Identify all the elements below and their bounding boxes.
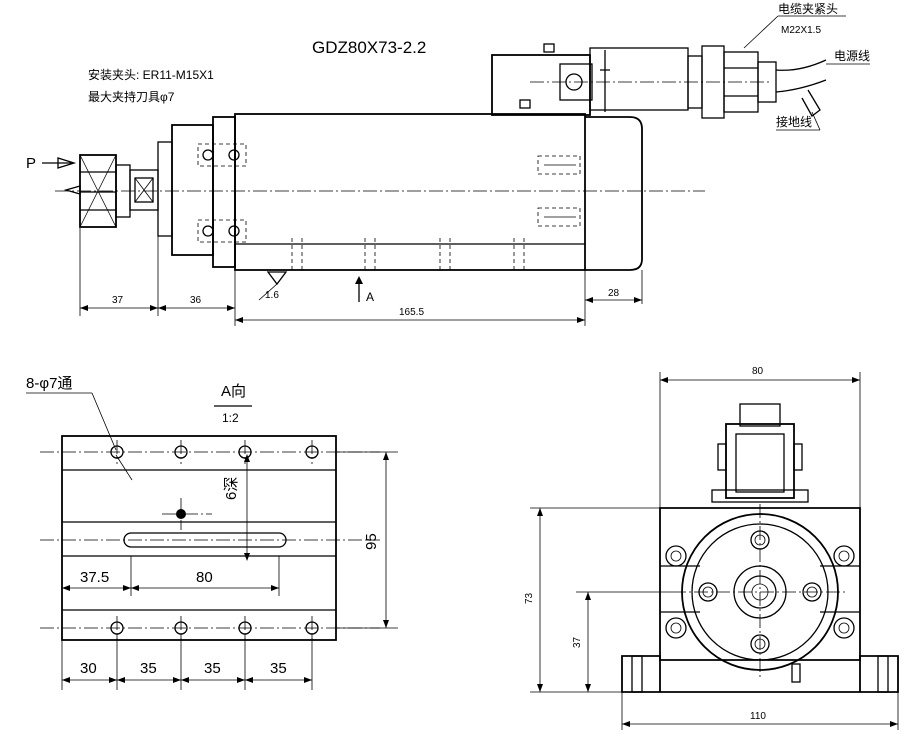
roughness-value: 1.6 bbox=[265, 290, 279, 301]
dim-80-slot: 80 bbox=[196, 569, 213, 586]
front-flange bbox=[212, 116, 236, 268]
model-title: GDZ80X73-2.2 bbox=[312, 38, 426, 57]
depth-label: 6深 bbox=[223, 477, 240, 500]
motor-body bbox=[234, 113, 586, 271]
holes-label: 8-φ7通 bbox=[26, 375, 72, 392]
mount-plate bbox=[61, 435, 337, 641]
cable-clamp-spec: M22X1.5 bbox=[781, 25, 821, 36]
power-cable bbox=[775, 59, 827, 71]
view-a: 8-φ7通 A向 1:2 bbox=[26, 375, 398, 690]
end-view: 80 bbox=[524, 366, 899, 730]
dim-375: 37.5 bbox=[80, 569, 109, 586]
dim-80-end: 80 bbox=[752, 366, 764, 377]
dim-36: 36 bbox=[190, 295, 202, 306]
view-a-marker: A bbox=[366, 290, 374, 304]
base-feet bbox=[621, 655, 899, 693]
dim-30: 30 bbox=[80, 660, 97, 677]
cable-clamp-label: 电缆夹紧头 bbox=[778, 2, 838, 16]
ground-screw bbox=[791, 663, 801, 683]
ground-line-label: 接地线 bbox=[776, 114, 812, 129]
flange-bolts bbox=[197, 143, 247, 243]
junction-box bbox=[491, 43, 827, 119]
roughness-symbol bbox=[266, 271, 288, 286]
dim-28: 28 bbox=[608, 288, 620, 299]
collet-label: 安装夹头: ER11-M15X1 bbox=[88, 67, 214, 82]
side-view: GDZ80X73-2.2 安装夹头: ER11-M15X1 最大夹持刀具φ7 P bbox=[26, 2, 870, 326]
max-tool-label: 最大夹持刀具φ7 bbox=[88, 89, 175, 104]
view-a-scale: 1:2 bbox=[222, 411, 239, 425]
mount-holes bbox=[110, 440, 319, 640]
pressure-label: P bbox=[26, 155, 36, 172]
rear-bolts bbox=[537, 155, 581, 227]
dim-37-end: 37 bbox=[572, 636, 583, 648]
mount-holes-hidden bbox=[291, 238, 525, 272]
view-a-title: A向 bbox=[221, 383, 246, 400]
power-line-label: 电源线 bbox=[834, 49, 870, 63]
dim-1655: 165.5 bbox=[399, 307, 424, 318]
dim-73: 73 bbox=[524, 592, 535, 604]
dim-37: 37 bbox=[112, 295, 124, 306]
dim-35-b: 35 bbox=[204, 660, 221, 677]
dim-35-c: 35 bbox=[270, 660, 287, 677]
dim-95: 95 bbox=[363, 533, 380, 550]
rear-cap bbox=[585, 116, 643, 271]
end-bolts bbox=[665, 530, 855, 654]
tool-tip bbox=[63, 185, 81, 195]
dim-110: 110 bbox=[750, 711, 766, 722]
dim-35-a: 35 bbox=[140, 660, 157, 677]
